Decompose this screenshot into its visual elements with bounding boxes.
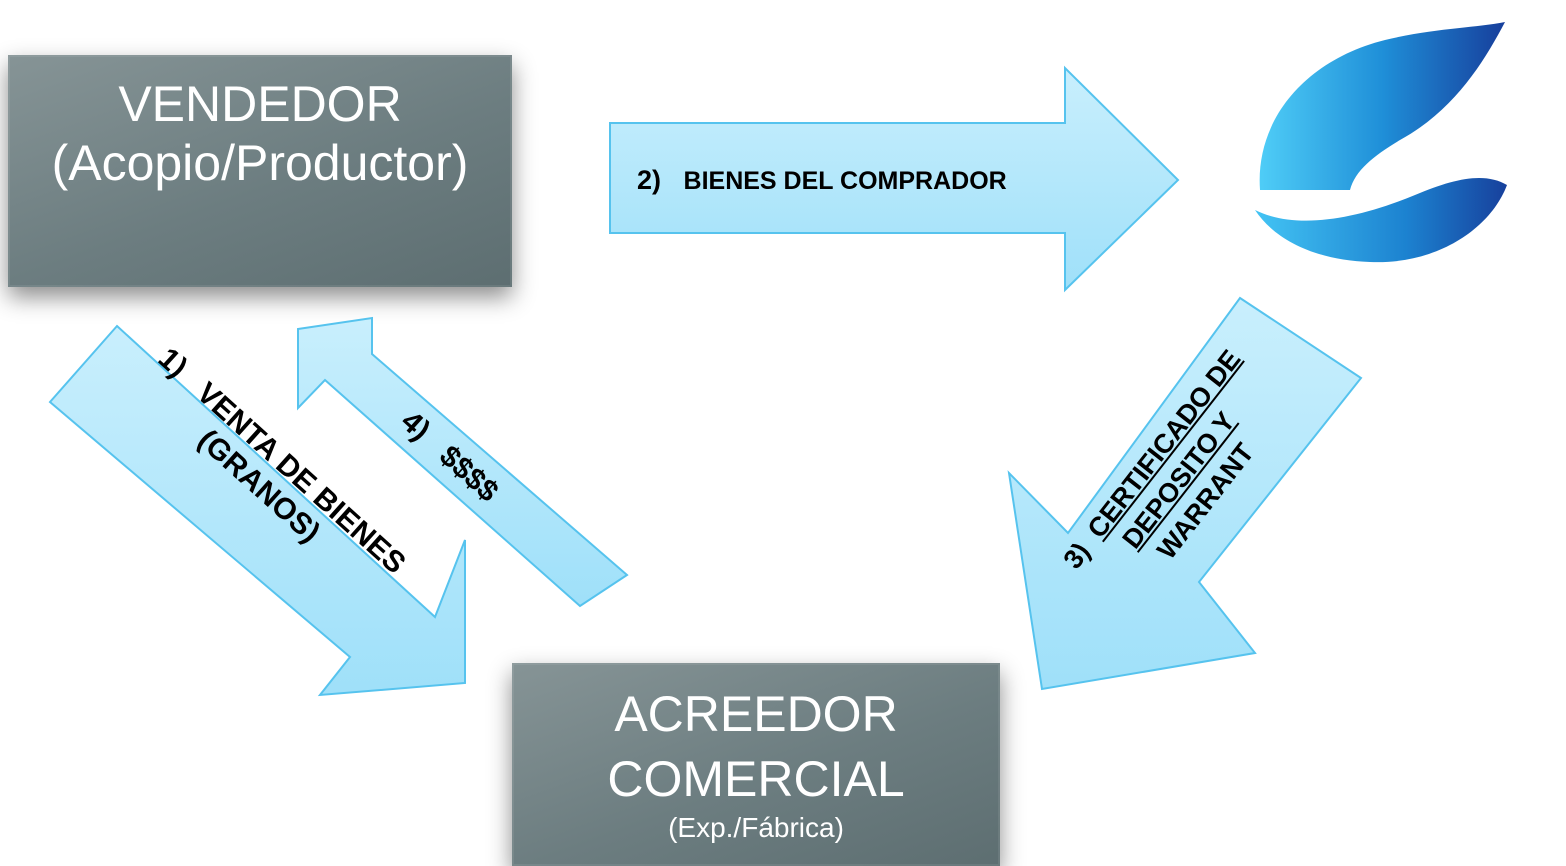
arrow-2-bienes bbox=[609, 65, 1180, 293]
arrow-2-label: 2) BIENES DEL COMPRADOR bbox=[637, 165, 1007, 196]
vendedor-box: VENDEDOR (Acopio/Productor) bbox=[8, 55, 512, 287]
acreedor-title: ACREEDOR bbox=[614, 686, 898, 742]
wave-logo-icon bbox=[1255, 22, 1507, 263]
acreedor-note: (Exp./Fábrica) bbox=[668, 812, 844, 843]
arrow-4-pago bbox=[297, 316, 629, 608]
acreedor-box: ACREEDOR COMERCIAL (Exp./Fábrica) bbox=[512, 663, 1000, 866]
arrow-1-venta bbox=[48, 324, 466, 697]
arrow-2-text: BIENES DEL COMPRADOR bbox=[683, 167, 1007, 195]
acreedor-subtitle: COMERCIAL bbox=[607, 751, 905, 807]
vendedor-title: VENDEDOR bbox=[118, 76, 402, 132]
vendedor-subtitle: (Acopio/Productor) bbox=[51, 135, 469, 191]
arrow-2-number: 2) bbox=[637, 165, 662, 195]
arrow-3-certificado bbox=[1007, 296, 1363, 691]
